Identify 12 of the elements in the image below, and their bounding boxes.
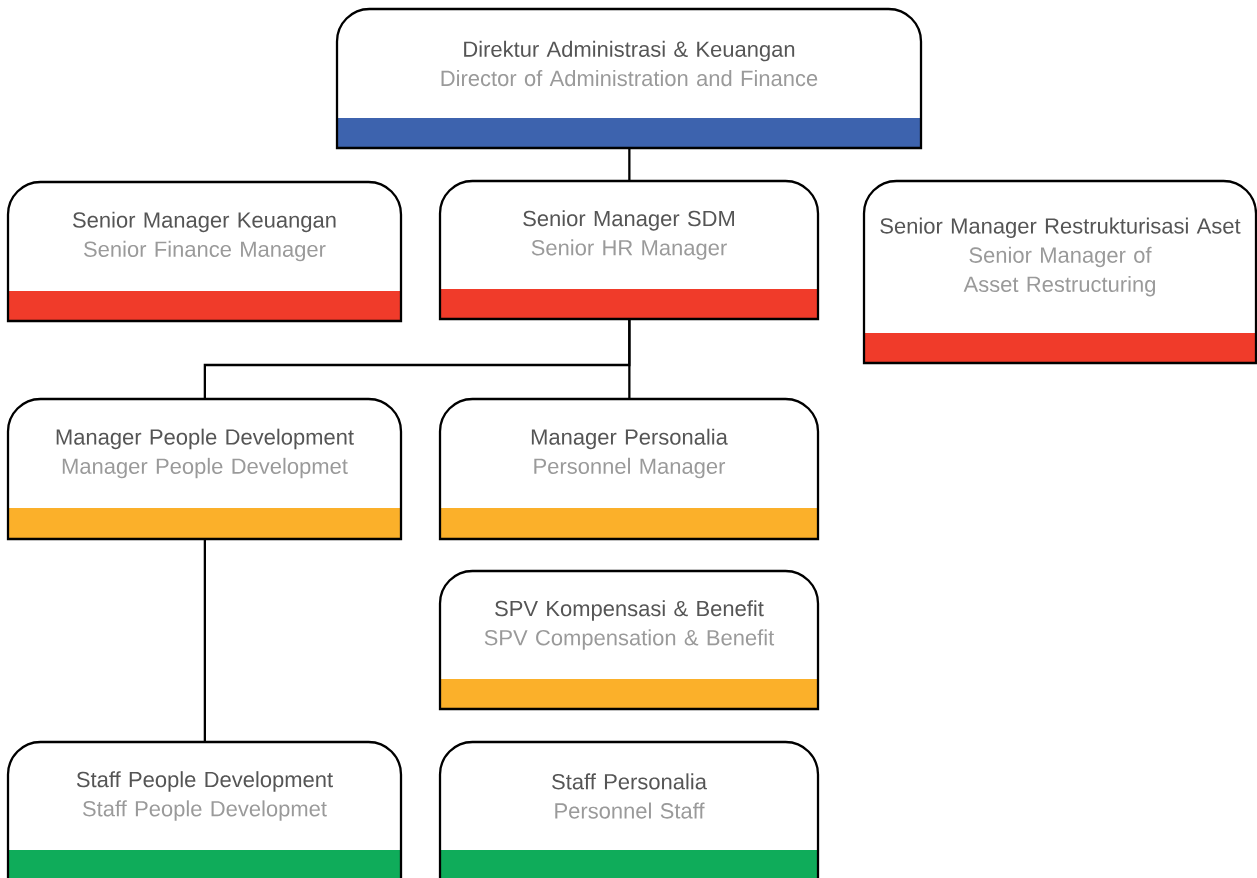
connector-line: [203, 539, 206, 742]
org-box: Staff Personalia Personnel Staff: [438, 740, 820, 878]
connector-line: [628, 148, 631, 181]
org-box: Senior Manager Restrukturisasi Aset Senior Manager of Asset Restructuring: [862, 179, 1257, 365]
connector-line: [628, 319, 631, 399]
org-box: Senior Manager Keuangan Senior Finance Manager: [6, 180, 403, 323]
org-box: Manager People Development Manager People Developmet: [6, 397, 403, 541]
org-box: Senior Manager SDM Senior HR Manager: [438, 179, 820, 321]
org-box: Direktur Administrasi & Keuangan Director of Administration and Finance: [335, 7, 923, 150]
org-box: Staff People Development Staff People Developmet: [6, 740, 403, 878]
org-box: Manager Personalia Personnel Manager: [438, 397, 820, 541]
org-box: SPV Kompensasi & Benefit SPV Compensation & Benefit: [438, 569, 820, 711]
